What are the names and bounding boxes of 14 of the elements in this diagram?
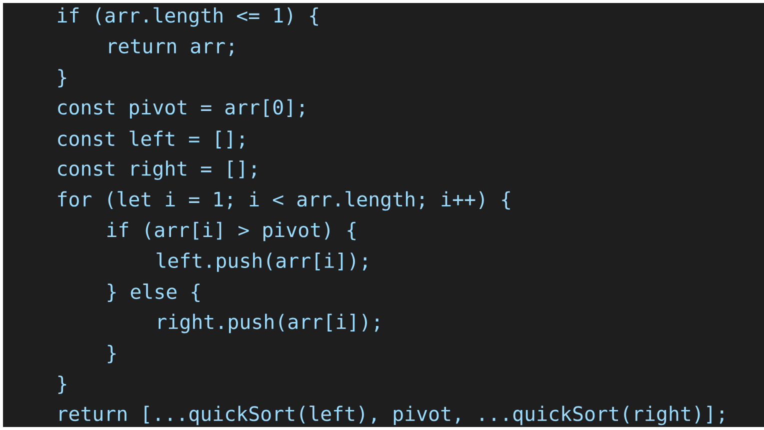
code-line: if (arr[i] > pivot) { <box>107 222 356 242</box>
code-line: if (arr.length <= 1) { <box>58 7 318 27</box>
code-line: const right = []; <box>58 160 256 180</box>
code-line: return [...quickSort(left), pivot, ...quickSort(right)]; <box>60 406 724 426</box>
code-line: for (let i = 1; i < arr.length; i++) { <box>58 191 510 211</box>
code-line: } <box>58 376 66 394</box>
code-line: } <box>58 69 66 88</box>
code-line: const pivot = arr[0]; <box>58 99 304 119</box>
code-line: return arr; <box>109 39 233 56</box>
code-line: } <box>108 344 116 364</box>
code-line: right.push(arr[i]); <box>158 314 378 334</box>
code-line: const left = []; <box>58 130 244 149</box>
code-line: left.push(arr[i]); <box>156 252 366 272</box>
code-line: } else { <box>108 284 200 302</box>
